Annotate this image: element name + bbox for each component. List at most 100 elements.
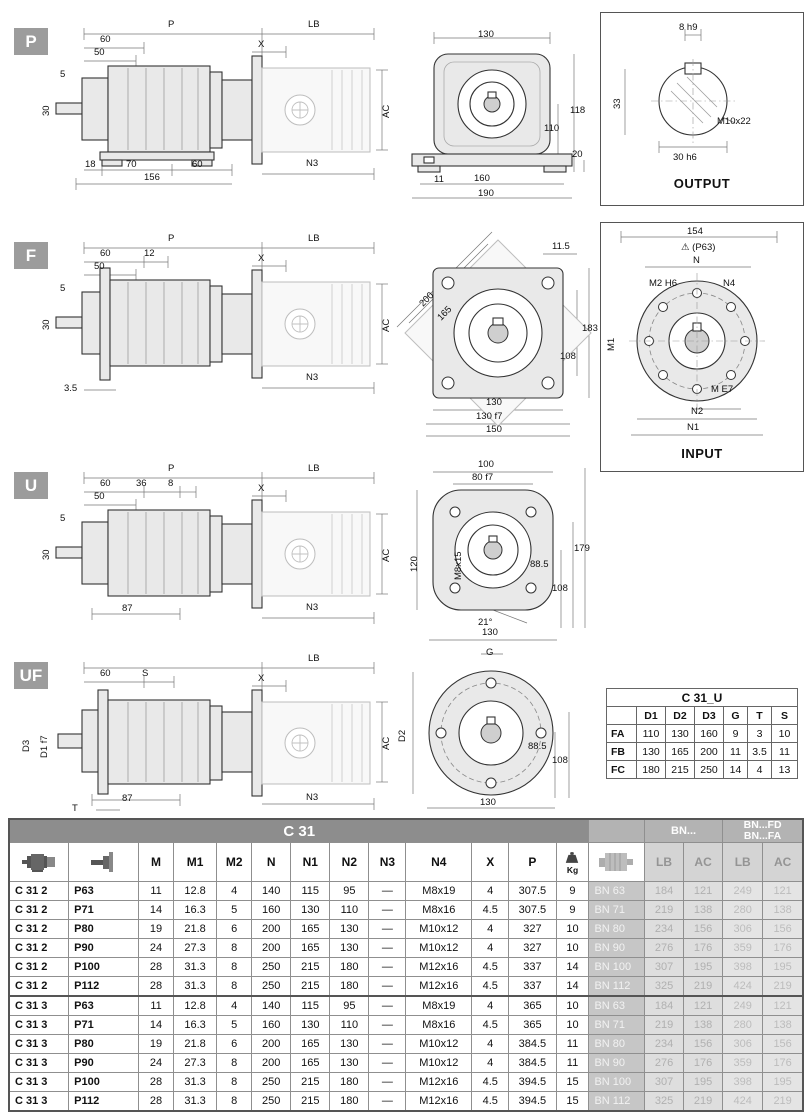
cell: P63 bbox=[68, 881, 140, 902]
cell: 5 bbox=[216, 900, 253, 921]
dim-label: M2 H6 bbox=[649, 278, 677, 289]
dim-label: 60 bbox=[100, 248, 111, 259]
cell: 28 bbox=[138, 957, 175, 978]
cell: 195 bbox=[683, 1072, 724, 1093]
cell: 130 bbox=[329, 919, 370, 940]
dim-label: 5 bbox=[60, 283, 66, 294]
cell: BN 80 bbox=[588, 1034, 645, 1055]
cell: 165 bbox=[665, 742, 695, 761]
cell: 110 bbox=[636, 724, 666, 743]
cell: 27.3 bbox=[173, 1053, 218, 1074]
cell: 11 bbox=[555, 1034, 590, 1055]
cell: 8 bbox=[216, 1072, 253, 1093]
u-side-view-drawing bbox=[55, 472, 388, 624]
dim-label: AC bbox=[381, 318, 392, 332]
dim-label: 183 bbox=[582, 323, 598, 334]
p-side-view-drawing bbox=[55, 28, 388, 190]
c31u-col-s: S bbox=[771, 706, 798, 725]
cell: 12.8 bbox=[173, 881, 218, 902]
col-m: M bbox=[138, 842, 175, 883]
cell: BN 63 bbox=[588, 995, 645, 1017]
section-u: U bbox=[8, 456, 600, 648]
cell: 6 bbox=[216, 1034, 253, 1055]
cell: 195 bbox=[683, 957, 724, 978]
output-shaft-icon bbox=[90, 852, 113, 873]
dim-label: 30 bbox=[41, 105, 52, 116]
cell: — bbox=[368, 1091, 407, 1112]
cell: 121 bbox=[683, 881, 724, 902]
cell: 21.8 bbox=[173, 1034, 218, 1055]
cell: 280 bbox=[722, 1015, 764, 1036]
dim-label: 190 bbox=[478, 188, 494, 199]
bnfd-bnfa-header: BN...FD BN...FA bbox=[722, 818, 804, 844]
dim-label: X bbox=[258, 673, 265, 684]
output-title: OUTPUT bbox=[673, 176, 731, 191]
cell: 4.5 bbox=[471, 1091, 510, 1112]
dim-label: ⚠ (P63) bbox=[681, 242, 716, 253]
cell: 180 bbox=[329, 1072, 370, 1093]
cell: 156 bbox=[683, 919, 724, 940]
dim-label: N bbox=[693, 255, 700, 266]
c31u-col-d3: D3 bbox=[694, 706, 724, 725]
cell: 176 bbox=[683, 938, 724, 959]
cell: 165 bbox=[290, 1034, 331, 1055]
cell: 121 bbox=[762, 881, 804, 902]
dim-label: LB bbox=[308, 19, 320, 30]
cell: 130 bbox=[290, 900, 331, 921]
cell: 19 bbox=[138, 919, 175, 940]
cell: 15 bbox=[555, 1091, 590, 1112]
dim-label: 30 h6 bbox=[673, 152, 697, 163]
cell: BN 90 bbox=[588, 1053, 645, 1074]
dim-label: 130 bbox=[478, 29, 494, 40]
cell: 200 bbox=[251, 938, 292, 959]
cell: C 31 3 bbox=[8, 1015, 70, 1036]
cell: 250 bbox=[251, 957, 292, 978]
cell: 21.8 bbox=[173, 919, 218, 940]
cell: 276 bbox=[643, 1053, 685, 1074]
cell: 9 bbox=[723, 724, 748, 743]
cell: 16.3 bbox=[173, 1015, 218, 1036]
cell: 95 bbox=[329, 995, 370, 1017]
col-m2: M2 bbox=[216, 842, 253, 883]
cell: 130 bbox=[665, 724, 695, 743]
cell: 8 bbox=[216, 1091, 253, 1112]
cell: M12x16 bbox=[405, 1072, 473, 1093]
cell: 325 bbox=[643, 976, 685, 998]
cell: 12.8 bbox=[173, 995, 218, 1017]
cell: 4.5 bbox=[471, 900, 510, 921]
cell: 184 bbox=[643, 995, 685, 1017]
cell: 215 bbox=[290, 957, 331, 978]
cell: 424 bbox=[722, 1091, 764, 1112]
cell: C 31 3 bbox=[8, 1034, 70, 1055]
weight-icon bbox=[566, 851, 579, 863]
cell: 130 bbox=[636, 742, 666, 761]
dim-label: 108 bbox=[552, 755, 568, 766]
cell: 110 bbox=[329, 1015, 370, 1036]
dim-label: 80 f7 bbox=[472, 472, 494, 483]
cell: 115 bbox=[290, 881, 331, 902]
dim-label: 12 bbox=[144, 248, 155, 259]
dim-label: 179 bbox=[574, 543, 590, 554]
cell: 337 bbox=[508, 957, 557, 978]
uf-side-view-drawing bbox=[57, 662, 388, 811]
cell: P100 bbox=[68, 957, 140, 978]
dim-label: G bbox=[486, 647, 494, 658]
cell: 249 bbox=[722, 995, 764, 1017]
col-p: P bbox=[508, 842, 557, 883]
cell: 276 bbox=[643, 938, 685, 959]
cell: 8 bbox=[216, 938, 253, 959]
cell: 130 bbox=[329, 1034, 370, 1055]
cell: M12x16 bbox=[405, 957, 473, 978]
cell: 8 bbox=[216, 1053, 253, 1074]
cell: 4 bbox=[471, 1053, 510, 1074]
cell: 384.5 bbox=[508, 1034, 557, 1055]
c31u-col-t: T bbox=[747, 706, 772, 725]
section-p: P bbox=[8, 12, 600, 224]
col-bn-lb: LB bbox=[643, 842, 685, 883]
